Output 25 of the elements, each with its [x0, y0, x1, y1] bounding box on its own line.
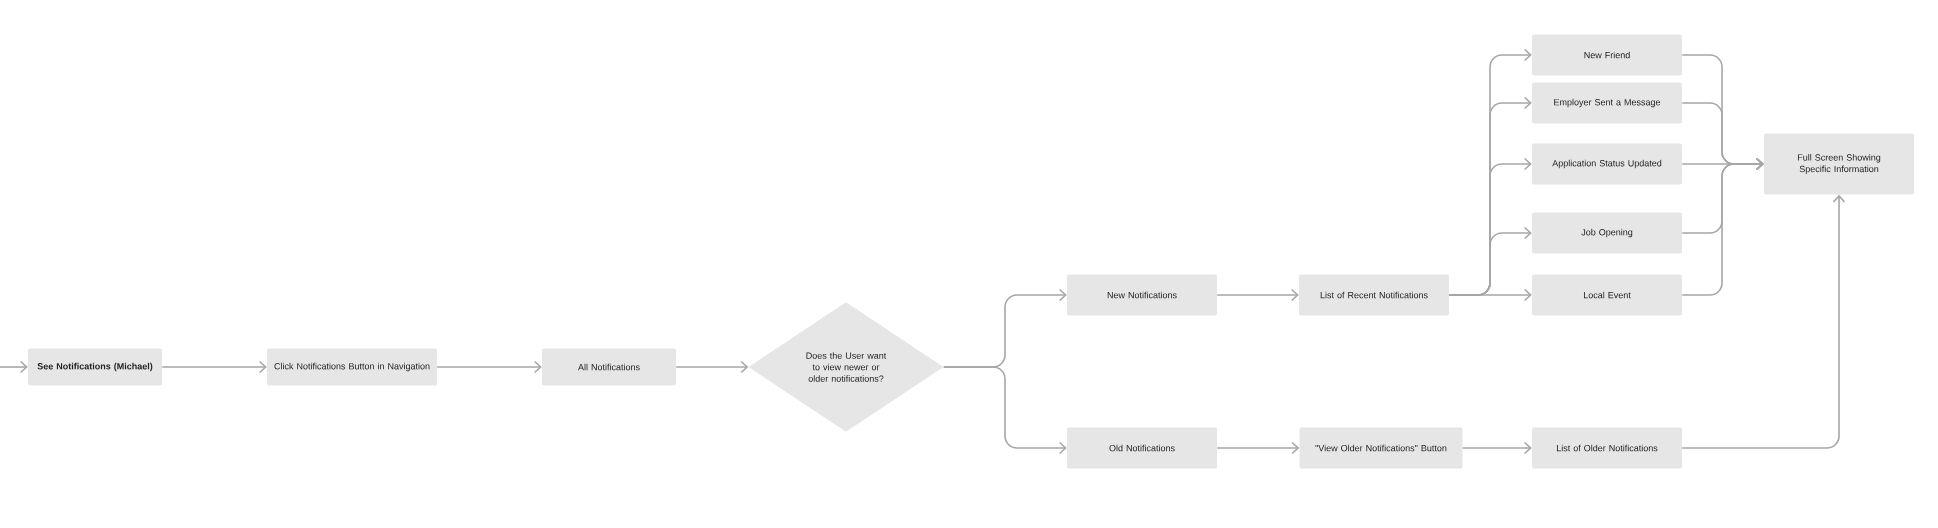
process-box: Employer Sent a Message	[1532, 82, 1682, 124]
process-box: List of Recent Notifications	[1299, 274, 1449, 316]
process-box: Full Screen Showing Specific Information	[1764, 133, 1914, 195]
arrow	[1681, 194, 1846, 449]
process-box: Click Notifications Button in Navigation	[267, 348, 437, 386]
process-box: "View Older Notifications" Button	[1299, 427, 1463, 469]
process-box: All Notifications	[542, 348, 676, 386]
arrow	[436, 360, 542, 374]
arrow	[1681, 157, 1764, 296]
arrow	[942, 366, 1067, 455]
process-box: New Friend	[1532, 34, 1682, 76]
arrow	[1216, 441, 1300, 455]
arrow	[1448, 288, 1532, 302]
arrow	[675, 360, 749, 374]
process-box: Application Status Updated	[1532, 143, 1682, 185]
process-box: New Notifications	[1067, 274, 1217, 316]
arrow	[1216, 288, 1299, 302]
process-box: Local Event	[1532, 274, 1682, 316]
process-box: List of Older Notifications	[1532, 427, 1682, 469]
process-box: Old Notifications	[1067, 427, 1217, 469]
arrow	[1461, 441, 1532, 455]
process-box: Job Opening	[1532, 212, 1682, 254]
arrow	[0, 360, 28, 374]
process-box: See Notifications (Michael)	[28, 348, 162, 386]
arrow	[161, 360, 267, 374]
